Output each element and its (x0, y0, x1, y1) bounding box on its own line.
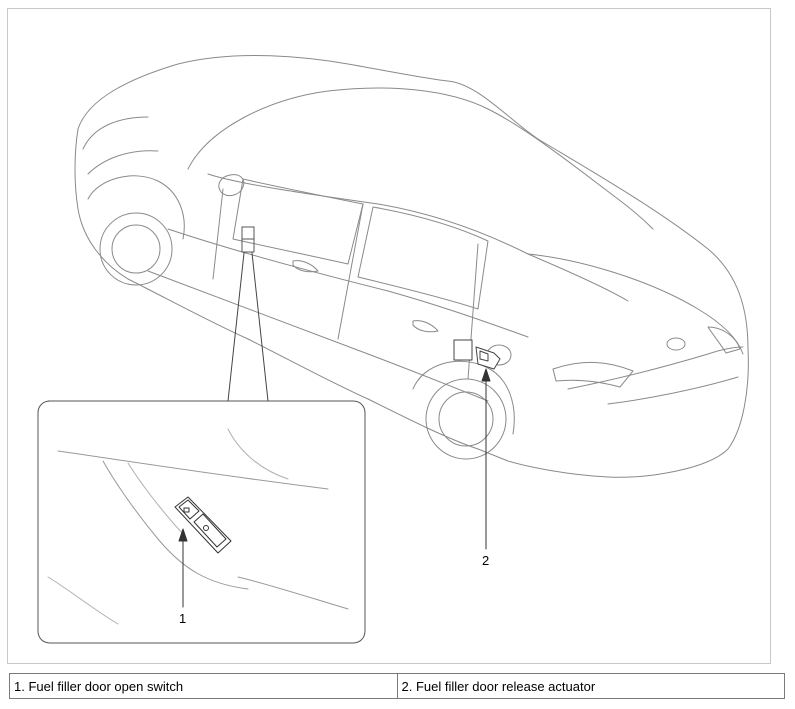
fuel-filler-door-release-actuator-icon (453, 339, 501, 370)
car-diagram: 1 2 (37, 54, 749, 644)
callout-1-label: 1 (179, 611, 186, 626)
car-body-outline (74, 54, 749, 478)
legend-item-1: 1. Fuel filler door open switch (9, 673, 398, 699)
callout-2-arrowhead (481, 368, 491, 382)
diagram-frame: 1 2 (7, 8, 771, 664)
switch-location-marker (241, 226, 255, 253)
switch-detail-inset (37, 400, 366, 644)
legend-item-2: 2. Fuel filler door release actuator (396, 673, 785, 699)
callout-2-label: 2 (482, 553, 489, 568)
legend-row: 1. Fuel filler door open switch 2. Fuel … (9, 673, 785, 699)
callout-1-arrowhead (178, 528, 188, 542)
fuel-filler-door-open-switch-icon (174, 496, 232, 554)
legend-table: 1. Fuel filler door open switch 2. Fuel … (9, 673, 785, 699)
inset-leader-lines (227, 252, 269, 402)
